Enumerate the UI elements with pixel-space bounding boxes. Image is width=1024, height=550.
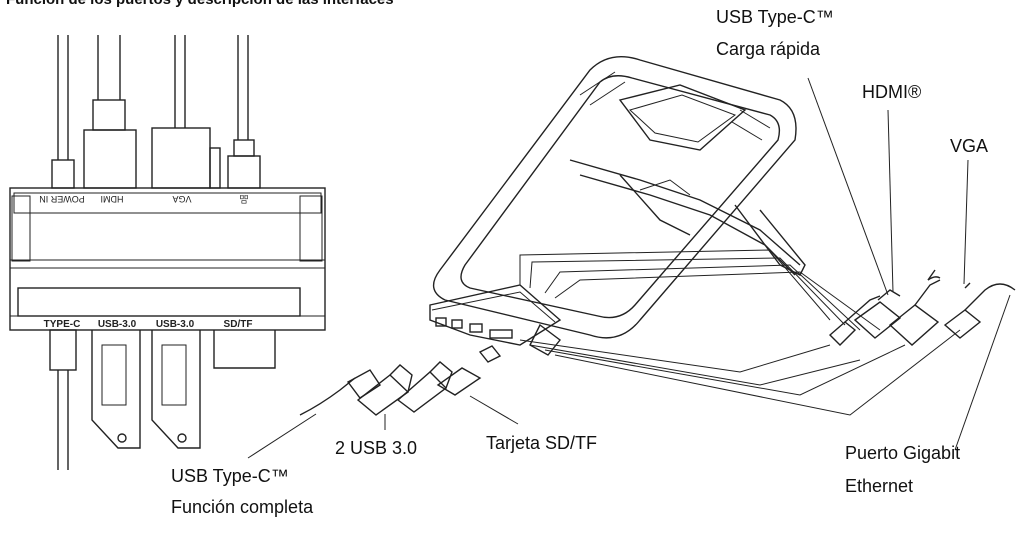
callout-ethernet-line1: Puerto Gigabit — [845, 443, 961, 463]
bottom-devices — [49, 329, 276, 470]
hub-on-stand — [429, 284, 562, 356]
callout-usb-c-full-line2: Función completa — [171, 497, 314, 517]
leader-lines — [247, 77, 1011, 459]
dock-front-view: POWER IN HDMI VGA 品 TYPE-C USB-3.0 USB-3… — [9, 35, 326, 470]
dock-body — [9, 187, 326, 331]
right-connectors — [828, 269, 1016, 346]
dock-label-usb3-a: USB-3.0 — [98, 319, 137, 330]
callout-usb3: 2 USB 3.0 — [335, 438, 418, 458]
callout-sd-tf: Tarjeta SD/TF — [486, 433, 598, 453]
diagram-title: Función de los puertos y descripción de … — [6, 0, 394, 8]
stand-isometric-view — [429, 56, 961, 416]
dock-label-ethernet: 品 — [239, 194, 248, 204]
dock-label-usb3-b: USB-3.0 — [156, 319, 195, 330]
callout-usb-c-full-line1: USB Type-C™ — [171, 466, 289, 486]
callout-ethernet-line2: Ethernet — [845, 476, 914, 496]
callout-hdmi: HDMI® — [862, 82, 922, 102]
top-cables — [51, 35, 261, 189]
dock-label-type-c: TYPE-C — [44, 319, 81, 330]
callout-usb-c-fast-line1: USB Type-C™ — [716, 7, 834, 27]
dock-label-sd-tf: SD/TF — [224, 319, 253, 330]
callout-vga: VGA — [950, 136, 989, 156]
dock-label-power-in: POWER IN — [39, 194, 85, 204]
dock-label-hdmi: HDMI — [101, 194, 124, 204]
dock-label-vga: VGA — [172, 194, 191, 204]
callout-usb-c-fast-line2: Carga rápida — [716, 39, 821, 59]
front-devices — [299, 345, 502, 416]
